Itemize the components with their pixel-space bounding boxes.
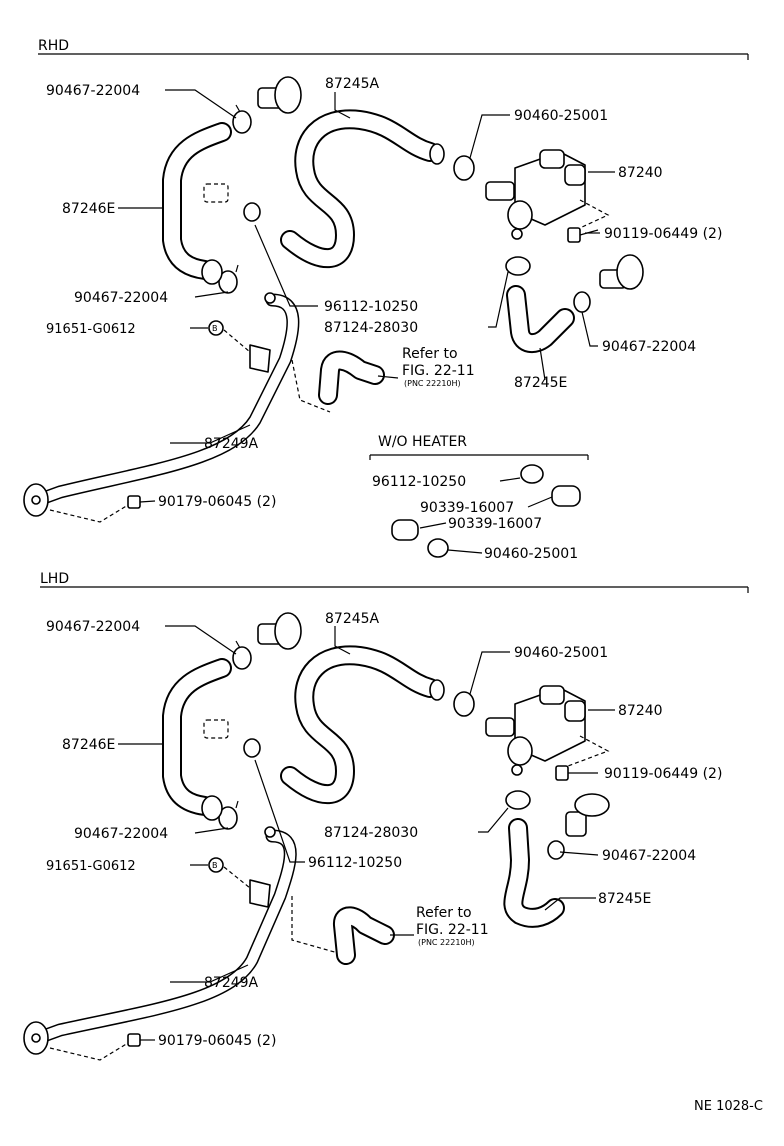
label-lhd-90119-06449: 90119-06449 (2) (604, 766, 722, 782)
heater-outlet-fitting (565, 793, 610, 837)
label-lhd-87124-28030: 87124-28030 (324, 825, 418, 841)
hose-clamp-icon (232, 640, 252, 670)
hose-87245E (503, 818, 565, 928)
label-90467-22004-mid: 90467-22004 (74, 290, 168, 306)
wo-heater-title: W/O HEATER (378, 434, 467, 450)
water-valve-87240 (485, 149, 586, 240)
label-wo-90460-25001: 90460-25001 (484, 546, 578, 562)
refer-fig-text: FIG. 22-11 (402, 363, 475, 379)
heater-outlet-fitting (599, 254, 644, 290)
marker-b: B (208, 857, 224, 873)
label-91651-G0612: 91651-G0612 (46, 322, 136, 337)
hose-clamp-icon (453, 155, 475, 181)
label-90467-22004-top: 90467-22004 (46, 83, 140, 99)
heater-inlet-fitting (257, 76, 302, 114)
bolt-icon (567, 227, 599, 243)
refer-to-text: Refer to (416, 905, 472, 921)
hose-clamp-icon (547, 840, 565, 860)
hose-clamp-icon (573, 291, 591, 313)
label-lhd-91651-G0612: 91651-G0612 (46, 859, 136, 874)
label-87245A: 87245A (325, 76, 380, 92)
cap-icon (551, 485, 581, 507)
hose-clamp-icon (505, 256, 531, 276)
hose-clamp-icon (201, 259, 239, 294)
label-87124-28030: 87124-28030 (324, 320, 418, 336)
label-lhd-87246E: 87246E (62, 737, 115, 753)
marker-b: B (208, 320, 224, 336)
label-lhd-87249A: 87249A (204, 975, 259, 991)
label-96112-10250: 96112-10250 (324, 299, 418, 315)
refer-pnc-text: (PNC 22210H) (418, 938, 475, 947)
hose-clamp-icon (453, 691, 475, 717)
refer-to-text: Refer to (402, 346, 458, 362)
hose-clamp-icon (243, 738, 261, 758)
label-lhd-96112-10250: 96112-10250 (308, 855, 402, 871)
plug-outline (203, 719, 229, 739)
label-lhd-90467-22004-right: 90467-22004 (602, 848, 696, 864)
hose-87245E (506, 285, 575, 354)
label-90460-25001: 90460-25001 (514, 108, 608, 124)
label-90179-06045: 90179-06045 (2) (158, 494, 276, 510)
refer-hose (318, 350, 385, 405)
hose-clamp-icon (505, 790, 531, 810)
marker-b-label: B (212, 861, 218, 870)
pipe-87249A (23, 826, 297, 1055)
label-wo-96112-10250: 96112-10250 (372, 474, 466, 490)
heater-inlet-fitting (257, 612, 302, 650)
nut-icon (127, 495, 141, 509)
hose-87245A (280, 645, 445, 805)
hose-87246E (162, 122, 232, 280)
lhd-section: LHD (23, 571, 749, 1061)
label-lhd-90467-22004-top: 90467-22004 (46, 619, 140, 635)
label-lhd-87245E: 87245E (598, 891, 651, 907)
label-90119-06449: 90119-06449 (2) (604, 226, 722, 242)
label-lhd-90460-25001: 90460-25001 (514, 645, 608, 661)
refer-fig-text: FIG. 22-11 (416, 922, 489, 938)
plug-outline (203, 183, 229, 203)
hose-clamp-icon (201, 795, 239, 830)
label-90467-22004-right: 90467-22004 (602, 339, 696, 355)
wo-heater-section: W/O HEATER 96112-10250 90339-16007 90339… (369, 434, 589, 562)
label-87249A: 87249A (204, 436, 259, 452)
label-87240: 87240 (618, 165, 663, 181)
label-wo-90339-16007-b: 90339-16007 (448, 516, 542, 532)
hose-clamp-icon (427, 538, 449, 558)
refer-hose (333, 906, 395, 965)
label-wo-90339-16007-a: 90339-16007 (420, 500, 514, 516)
hose-87246E (162, 658, 232, 816)
hose-clamp-icon (232, 104, 252, 134)
lhd-section-title: LHD (40, 571, 69, 587)
label-lhd-87245A: 87245A (325, 611, 380, 627)
hose-clamp-icon (243, 202, 261, 222)
hose-clamp-icon (520, 464, 544, 484)
hose-87245A (280, 109, 445, 269)
pipe-87249A (23, 292, 300, 517)
label-87246E: 87246E (62, 201, 115, 217)
label-lhd-90179-06045: 90179-06045 (2) (158, 1033, 276, 1049)
bolt-icon (555, 765, 598, 781)
label-lhd-90467-22004-mid: 90467-22004 (74, 826, 168, 842)
rhd-section: RHD (23, 38, 749, 523)
rhd-section-title: RHD (38, 38, 69, 54)
refer-pnc-text: (PNC 22210H) (404, 379, 461, 388)
cap-icon (391, 519, 419, 541)
water-valve-87240 (485, 685, 586, 776)
marker-b-label: B (212, 324, 218, 333)
figure-code: NE 1028-C (694, 1099, 763, 1114)
nut-icon (127, 1033, 141, 1047)
label-87245E: 87245E (514, 375, 567, 391)
label-lhd-87240: 87240 (618, 703, 663, 719)
